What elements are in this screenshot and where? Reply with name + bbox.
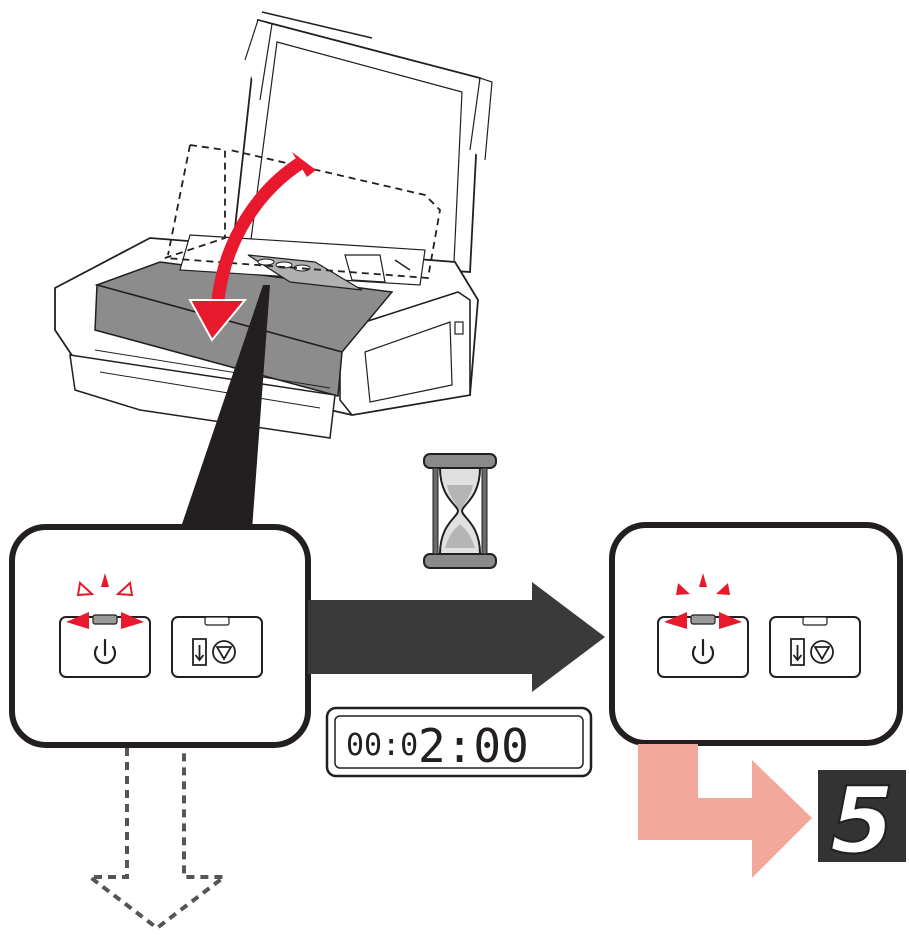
hourglass-icon: [423, 453, 497, 569]
operation-panel-before: [9, 524, 311, 748]
next-step-arrow[interactable]: [638, 744, 812, 878]
next-step-number: 5: [830, 767, 894, 874]
blink-indicator-right: [664, 573, 742, 629]
blink-indicator-left: [66, 573, 144, 629]
timer-minutes: 00:0: [346, 728, 418, 763]
operation-panel-after: [609, 522, 903, 746]
callout-pointer: [180, 285, 270, 530]
next-step-badge[interactable]: 5: [818, 766, 906, 875]
timer-seconds: 2:00: [418, 719, 529, 773]
alternate-path-arrow[interactable]: [84, 748, 230, 931]
timer-display: 00:0 2:00: [325, 706, 593, 778]
close-cover-arrow: [188, 152, 316, 342]
printer-illustration: [54, 11, 493, 439]
progress-arrow: [308, 582, 605, 692]
